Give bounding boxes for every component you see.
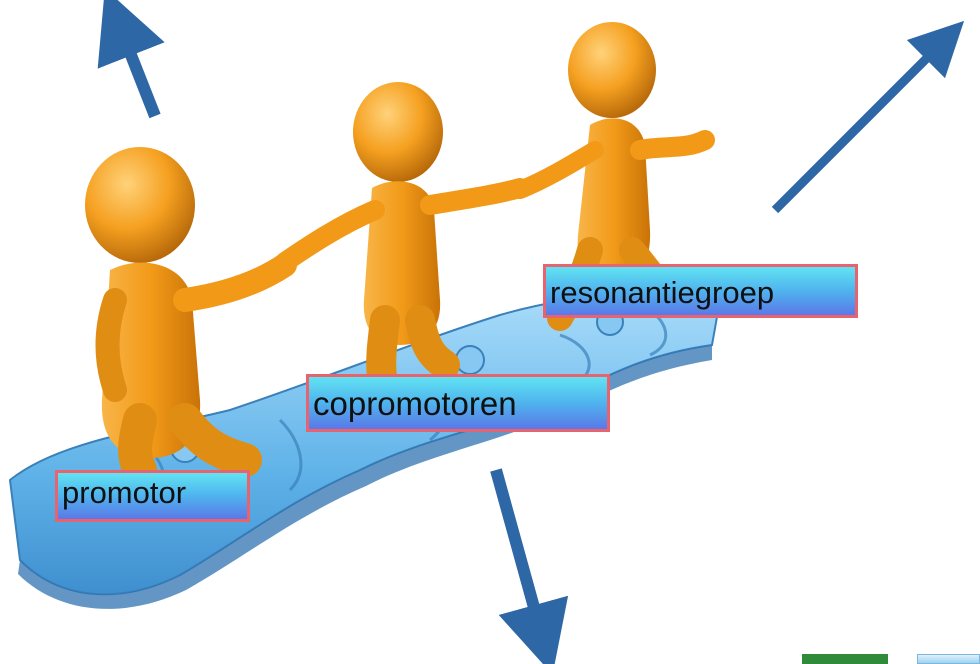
arrow-up-left [97, 0, 165, 119]
label-copromotoren: copromotoren [306, 374, 610, 432]
arrow-up-right [771, 20, 965, 214]
corner-green-box [802, 654, 888, 664]
corner-blue-box [917, 654, 980, 664]
label-promotor: promotor [55, 470, 250, 522]
label-resonantiegroep: resonantiegroep [543, 264, 858, 318]
arrow-down [490, 468, 569, 664]
figure-promotor [85, 147, 297, 487]
